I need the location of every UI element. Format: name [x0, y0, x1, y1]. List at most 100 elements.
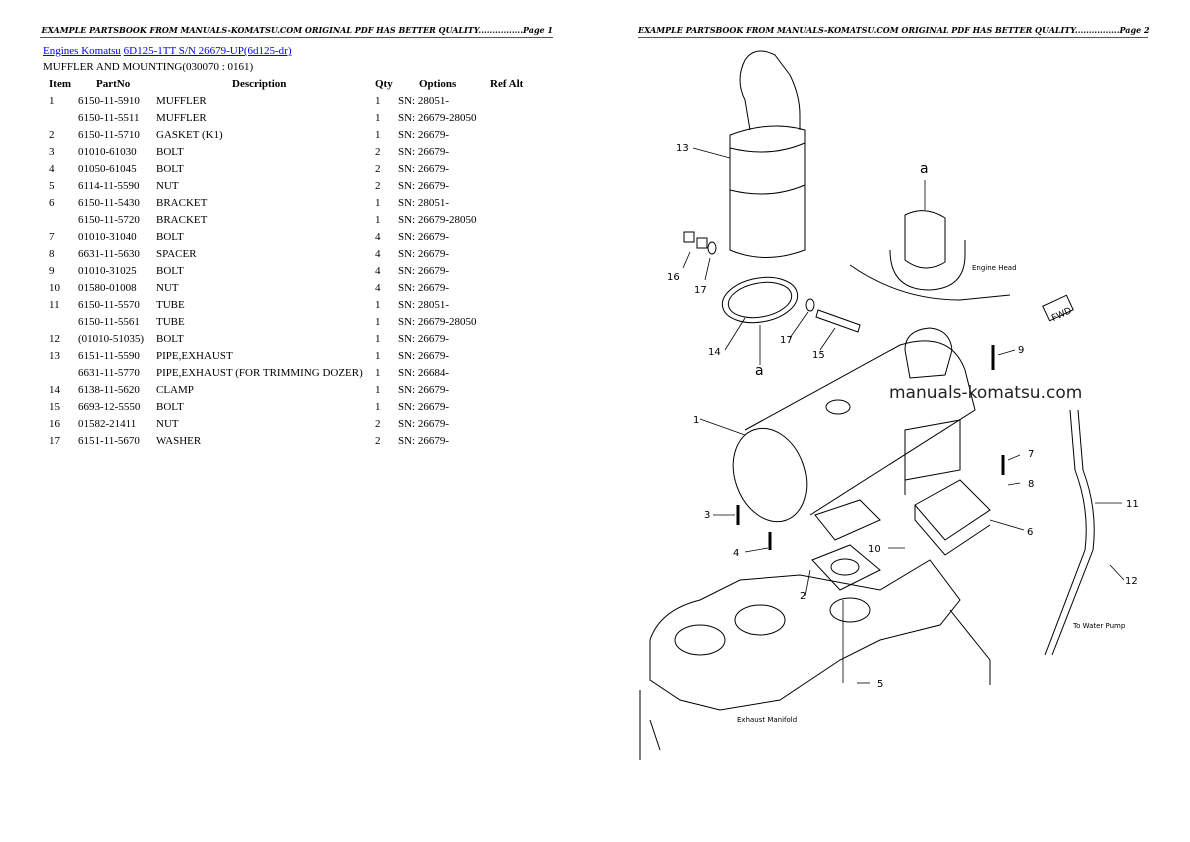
cell-partno: 01580-01008 [78, 282, 137, 294]
cell-qty: 4 [375, 282, 381, 294]
cell-options: SN: 26679- [398, 129, 450, 141]
cell-qty: 1 [375, 350, 381, 362]
cell-qty: 1 [375, 299, 381, 311]
cell-description: CLAMP [156, 384, 194, 396]
engine-head-drawing [849, 210, 1011, 301]
cell-description: MUFFLER [156, 112, 207, 124]
callout-17: 17 [780, 335, 793, 346]
water-pump-label: To Water Pump [1072, 622, 1126, 630]
cell-options: SN: 26679-28050 [398, 214, 477, 226]
cell-options: SN: 26679- [398, 282, 450, 294]
exhaust-manifold-label: Exhaust Manifold [737, 716, 797, 724]
cell-qty: 2 [375, 418, 381, 430]
cell-partno: 01010-31040 [78, 231, 137, 243]
cell-description: BOLT [156, 265, 184, 277]
cell-item: 15 [49, 401, 60, 413]
cell-partno: 6631-11-5770 [78, 367, 140, 379]
cell-partno: 6150-11-5720 [78, 214, 140, 226]
callout-13: 13 [676, 143, 689, 154]
cell-partno: 6150-11-5430 [78, 197, 140, 209]
cell-description: TUBE [156, 316, 185, 328]
cell-item: 17 [49, 435, 60, 447]
cell-qty: 2 [375, 163, 381, 175]
cell-item: 5 [49, 180, 55, 192]
cell-description: BRACKET [156, 197, 208, 209]
cell-qty: 1 [375, 316, 381, 328]
cell-options: SN: 28051- [398, 197, 450, 209]
cell-partno: (01010-51035) [78, 333, 144, 345]
bracket-drawing [914, 479, 991, 556]
page-header: EXAMPLE PARTSBOOK FROM MANUALS-KOMATSU.C… [638, 25, 1150, 38]
exhaust-pipe-drawing [729, 50, 806, 258]
cell-options: SN: 26679- [398, 146, 450, 158]
cell-partno: 6151-11-5590 [78, 350, 140, 362]
cell-qty: 1 [375, 129, 381, 141]
parts-diagram: FWD 13 a a 16 17 14 17 15 9 1 7 8 11 3 6… [639, 50, 1139, 760]
cell-options: SN: 26679- [398, 401, 450, 413]
callout-4: 4 [733, 548, 739, 559]
callout-5: 5 [877, 679, 883, 690]
water-tube-drawing [1044, 409, 1095, 656]
cell-item: 8 [49, 248, 55, 260]
table-header: Item PartNo Description Qty Options Ref … [0, 76, 560, 93]
cell-partno: 6150-11-5710 [78, 129, 140, 141]
cell-options: SN: 26679- [398, 163, 450, 175]
col-options: Options [419, 78, 457, 90]
table-row: 6150-11-5720 BRACKET 1 SN: 26679-28050 [0, 212, 560, 229]
cell-item: 4 [49, 163, 55, 175]
watermark: manuals-komatsu.com [889, 383, 1082, 403]
cell-qty: 1 [375, 214, 381, 226]
col-partno: PartNo [96, 78, 131, 90]
breadcrumb-link-engines[interactable]: Engines Komatsu [43, 45, 121, 57]
engine-head-label: Engine Head [972, 264, 1017, 272]
cell-qty: 1 [375, 384, 381, 396]
cell-qty: 2 [375, 146, 381, 158]
cell-item: 3 [49, 146, 55, 158]
cell-description: NUT [156, 418, 179, 430]
fwd-label: FWD [1050, 306, 1073, 324]
cell-item: 7 [49, 231, 55, 243]
cell-options: SN: 28051- [398, 95, 450, 107]
cell-description: NUT [156, 282, 179, 294]
cell-qty: 4 [375, 265, 381, 277]
cell-partno: 01582-21411 [78, 418, 137, 430]
cell-options: SN: 28051- [398, 299, 450, 311]
cell-partno: 6631-11-5630 [78, 248, 140, 260]
breadcrumb-link-model[interactable]: 6D125-1TT S/N 26679-UP(6d125-dr) [123, 45, 292, 57]
cell-description: BOLT [156, 333, 184, 345]
gasket-drawing [811, 544, 881, 591]
cell-partno: 6693-12-5550 [78, 401, 141, 413]
callout-14: 14 [708, 347, 721, 358]
col-item: Item [49, 78, 71, 90]
cell-item: 11 [49, 299, 60, 311]
cell-description: PIPE,EXHAUST [156, 350, 233, 362]
table-row: 3 01010-61030 BOLT 2 SN: 26679- [0, 144, 560, 161]
cell-partno: 6150-11-5910 [78, 95, 140, 107]
cell-options: SN: 26679- [398, 384, 450, 396]
muffler-drawing [732, 327, 976, 523]
cell-qty: 1 [375, 197, 381, 209]
cell-description: BRACKET [156, 214, 208, 226]
callout-10: 10 [868, 544, 881, 555]
callout-6: 6 [1027, 527, 1033, 538]
cell-qty: 2 [375, 435, 381, 447]
cell-partno: 6114-11-5590 [78, 180, 140, 192]
cell-partno: 6151-11-5670 [78, 435, 140, 447]
callout-1: 1 [693, 415, 699, 426]
cell-options: SN: 26679- [398, 350, 450, 362]
cell-description: BOLT [156, 146, 184, 158]
nuts-drawing [683, 231, 861, 333]
cell-partno: 01010-61030 [78, 146, 137, 158]
